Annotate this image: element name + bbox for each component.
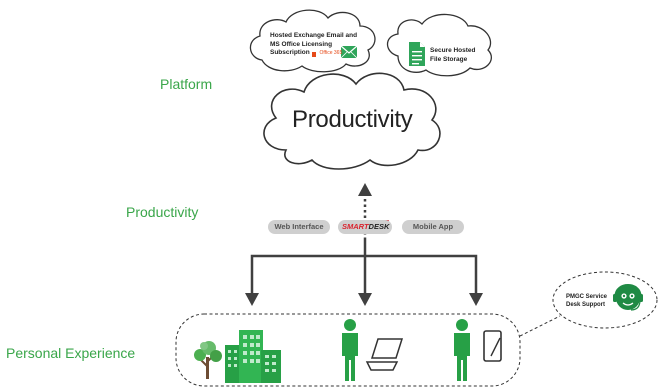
support-text: PMGC Service Desk Support: [566, 293, 607, 309]
email-envelope-icon: [340, 45, 358, 59]
personal-experience-container: [175, 313, 521, 387]
arrow-head-center: [358, 293, 372, 306]
personal-experience-level-label: Personal Experience: [6, 345, 136, 361]
distribution-arrows: [250, 240, 478, 298]
storage-cloud-text: Secure Hosted File Storage: [430, 47, 476, 64]
productivity-cloud-title: Productivity: [292, 106, 413, 133]
storage-cloud: [386, 13, 493, 77]
productivity-cloud: [263, 72, 441, 170]
file-storage-icon: [409, 42, 425, 66]
platform-level-label: Platform: [160, 76, 213, 92]
person-laptop-icon: [342, 319, 404, 381]
headset-support-icon: [613, 284, 643, 311]
storage-cloud-line-2: File Storage: [430, 55, 468, 63]
support-line-2: Desk Support: [566, 302, 606, 308]
office365-badge: Office 365: [319, 50, 343, 56]
office365-icon: [312, 52, 316, 57]
support-connector: [519, 315, 561, 337]
smartdesk-label-smart: SMART: [342, 222, 369, 231]
office-building-icon: [225, 330, 281, 383]
tree-icon: [194, 341, 222, 379]
person-tablet-icon: [454, 319, 502, 381]
productivity-level-label: Productivity: [126, 204, 199, 220]
arrow-head-left: [245, 293, 259, 306]
email-cloud-text: Hosted Exchange Email and MS Office Lice…: [270, 32, 357, 58]
support-line-1: PMGC Service: [566, 294, 608, 300]
web-interface-pill[interactable]: Web Interface: [268, 220, 330, 234]
storage-cloud-line-1: Secure Hosted: [430, 47, 476, 54]
email-cloud-line-1: Hosted Exchange Email and: [270, 32, 358, 39]
email-cloud-line-2: MS Office Licensing: [270, 40, 333, 48]
email-cloud-line-3-text: Subscription: [270, 49, 310, 56]
mobile-app-pill[interactable]: Mobile App: [402, 220, 464, 234]
email-cloud-line-3: Subscription Office 365: [270, 49, 357, 58]
smartdesk-pill[interactable]: SMARTDESK: [338, 220, 392, 234]
arrow-head-right: [469, 293, 483, 306]
smartdesk-label-desk: DESK: [368, 222, 390, 231]
